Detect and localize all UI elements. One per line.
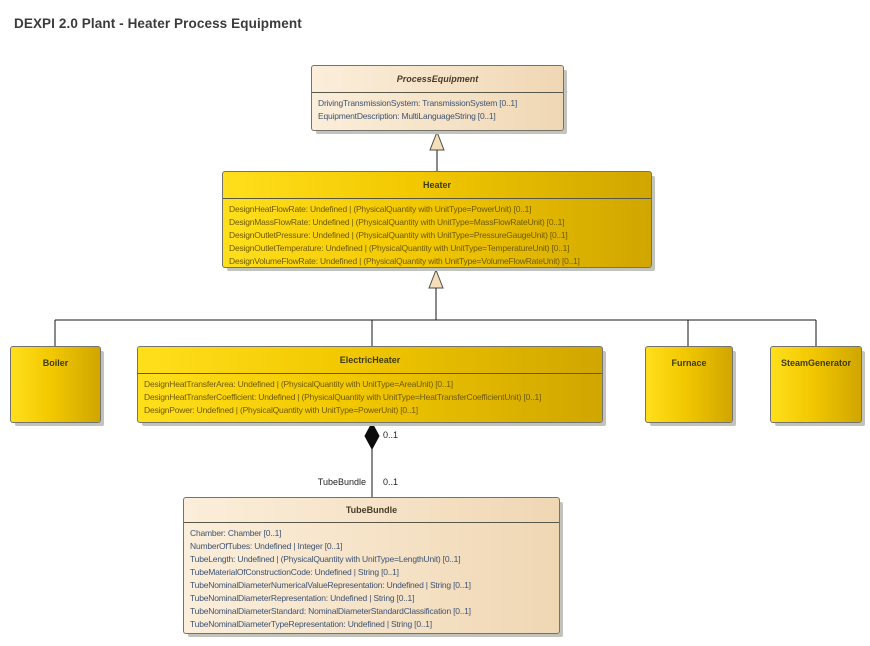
class-title: ProcessEquipment	[312, 66, 563, 93]
generalization-arrow-icon	[429, 130, 445, 151]
attribute-row: DesignHeatTransferArea: Undefined | (Phy…	[144, 379, 453, 389]
composition-target-multiplicity: 0..1	[383, 477, 399, 487]
attribute-row: TubeNominalDiameterRepresentation: Undef…	[190, 593, 415, 603]
class-steam-generator[interactable]: SteamGenerator	[770, 346, 862, 423]
class-title: ElectricHeater	[138, 347, 602, 374]
composition-electricheater-to-tubebundle[interactable]	[364, 421, 380, 498]
class-heater[interactable]: Heater DesignHeatFlowRate: Undefined | (…	[222, 171, 652, 268]
class-title: Furnace	[671, 358, 707, 368]
attribute-row: Chamber: Chamber [0..1]	[190, 528, 282, 538]
class-attributes: DesignHeatTransferArea: Undefined | (Phy…	[138, 374, 602, 419]
diagram-title: DEXPI 2.0 Plant - Heater Process Equipme…	[14, 16, 302, 31]
composition-diamond-icon	[364, 421, 380, 451]
class-title: TubeBundle	[184, 498, 559, 523]
attribute-row: EquipmentDescription: MultiLanguageStrin…	[318, 111, 496, 121]
generalization-subclasses-to-heater[interactable]	[54, 268, 817, 347]
composition-source-multiplicity: 0..1	[383, 430, 399, 440]
attribute-row: DesignHeatFlowRate: Undefined | (Physica…	[229, 204, 532, 214]
class-attributes: DesignHeatFlowRate: Undefined | (Physica…	[223, 199, 651, 267]
generalization-arrow-icon	[428, 268, 444, 289]
attribute-row: DesignMassFlowRate: Undefined | (Physica…	[229, 217, 565, 227]
class-tube-bundle[interactable]: TubeBundle Chamber: Chamber [0..1] Number…	[183, 497, 560, 634]
attribute-row: DesignVolumeFlowRate: Undefined | (Physi…	[229, 256, 580, 266]
class-electric-heater[interactable]: ElectricHeater DesignHeatTransferArea: U…	[137, 346, 603, 423]
attribute-row: DesignOutletTemperature: Undefined | (Ph…	[229, 243, 570, 253]
attribute-row: TubeNominalDiameterStandard: NominalDiam…	[190, 606, 471, 616]
attribute-row: TubeNominalDiameterNumericalValueReprese…	[190, 580, 471, 590]
composition-role-label: TubeBundle	[317, 477, 366, 487]
class-title: Boiler	[42, 358, 69, 368]
attribute-row: TubeLength: Undefined | (PhysicalQuantit…	[190, 554, 461, 564]
attribute-row: DesignHeatTransferCoefficient: Undefined…	[144, 392, 542, 402]
class-attributes: Chamber: Chamber [0..1] NumberOfTubes: Un…	[184, 523, 559, 633]
attribute-row: DesignPower: Undefined | (PhysicalQuanti…	[144, 405, 418, 415]
class-process-equipment[interactable]: ProcessEquipment DrivingTransmissionSyst…	[311, 65, 564, 131]
class-furnace[interactable]: Furnace	[645, 346, 733, 423]
attribute-row: TubeNominalDiameterTypeRepresentation: U…	[190, 619, 432, 629]
class-title: Heater	[223, 172, 651, 199]
generalization-heater-to-processequipment[interactable]	[429, 130, 445, 171]
class-boiler[interactable]: Boiler	[10, 346, 101, 423]
attribute-row: TubeMaterialOfConstructionCode: Undefine…	[190, 567, 399, 577]
attribute-row: NumberOfTubes: Undefined | Integer [0..1…	[190, 541, 343, 551]
attribute-row: DesignOutletPressure: Undefined | (Physi…	[229, 230, 568, 240]
class-attributes: DrivingTransmissionSystem: TransmissionS…	[312, 93, 563, 125]
attribute-row: DrivingTransmissionSystem: TransmissionS…	[318, 98, 518, 108]
class-title: SteamGenerator	[780, 358, 852, 368]
